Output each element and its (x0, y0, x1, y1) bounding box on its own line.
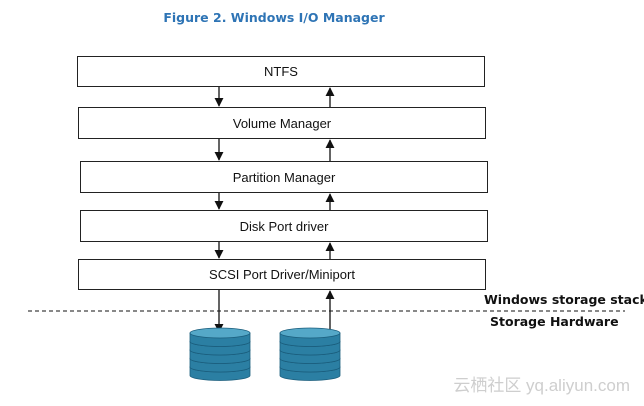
layer-disk-port-driver-label: Disk Port driver (239, 218, 329, 234)
disk-platter-top (279, 327, 341, 339)
layer-volume-manager-label: Volume Manager (232, 115, 332, 131)
watermark: 云栖社区 yq.aliyun.com (453, 376, 630, 395)
layer-ntfs: NTFS (77, 56, 485, 87)
layer-partition-manager: Partition Manager (80, 161, 488, 193)
layer-scsi-port-driver: SCSI Port Driver/Miniport (78, 259, 486, 290)
figure-caption: Figure 2. Windows I/O Manager (163, 10, 385, 25)
layer-disk-port-driver: Disk Port driver (80, 210, 488, 242)
layer-partition-manager-label: Partition Manager (232, 169, 336, 185)
windows-storage-stack-label: Windows storage stack (484, 292, 644, 307)
storage-hardware-label: Storage Hardware (490, 314, 619, 329)
layer-scsi-port-driver-label: SCSI Port Driver/Miniport (209, 267, 355, 282)
layer-volume-manager: Volume Manager (78, 107, 486, 139)
disk-stack-right-icon (279, 327, 341, 381)
disk-stack-left-icon (189, 327, 251, 381)
disk-platter-top (189, 327, 251, 339)
layer-ntfs-label: NTFS (264, 64, 298, 79)
